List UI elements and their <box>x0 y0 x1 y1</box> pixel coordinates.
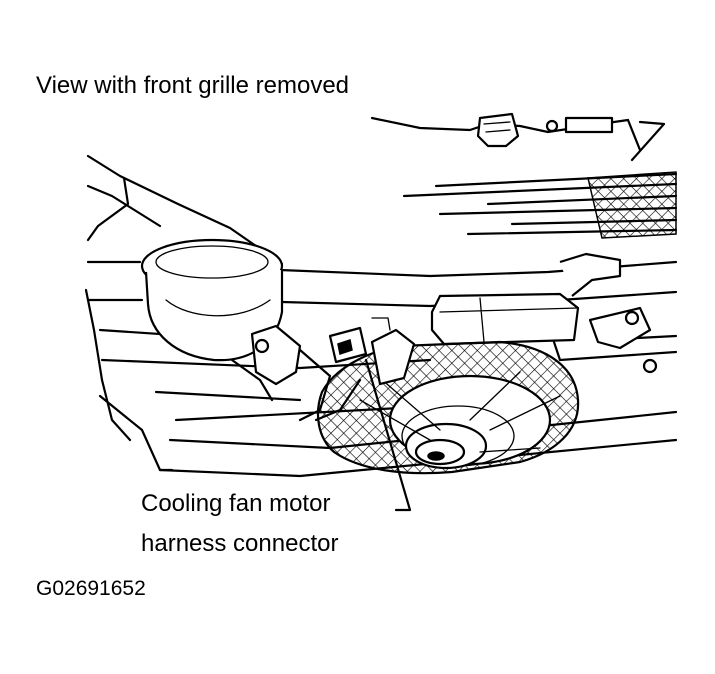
figure-id: G02691652 <box>36 577 146 600</box>
view-caption: View with front grille removed <box>36 72 350 99</box>
callout-label-line2: harness connector <box>141 530 339 557</box>
relay-module-icon <box>430 252 622 346</box>
harness-connector-icon <box>250 317 416 422</box>
callout-leader <box>364 358 412 512</box>
right-bracket <box>588 306 658 374</box>
upper-support <box>370 112 666 162</box>
horn-icon <box>140 238 284 402</box>
cooling-fan-icon <box>316 340 580 475</box>
grille-mesh <box>402 171 678 239</box>
callout-label-line1: Cooling fan motor <box>141 490 331 517</box>
left-frame <box>84 154 284 472</box>
